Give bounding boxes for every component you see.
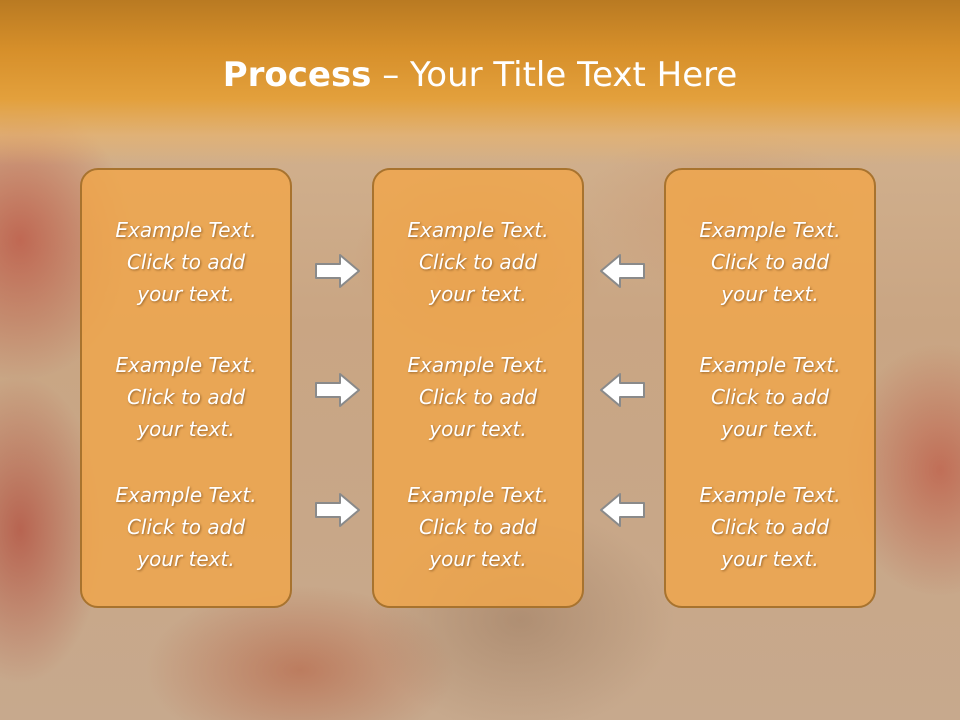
entry-line: Click to add xyxy=(418,250,538,274)
entry-line: Click to add xyxy=(710,515,830,539)
entry-line: your text. xyxy=(721,547,819,571)
arrow-left-icon xyxy=(598,491,646,529)
arrow-left-icon xyxy=(598,371,646,409)
entry-line: Example Text. xyxy=(699,353,841,377)
entry-line: Click to add xyxy=(418,515,538,539)
text-entry[interactable]: Example Text. Click to add your text. xyxy=(374,349,582,445)
entry-line: Click to add xyxy=(126,385,246,409)
entry-line: your text. xyxy=(429,282,527,306)
entry-line: your text. xyxy=(137,282,235,306)
entry-line: your text. xyxy=(721,417,819,441)
entry-line: Example Text. xyxy=(115,353,257,377)
entry-line: your text. xyxy=(137,547,235,571)
entry-line: Example Text. xyxy=(699,483,841,507)
entry-line: Click to add xyxy=(710,385,830,409)
text-entry[interactable]: Example Text. Click to add your text. xyxy=(666,214,874,310)
text-entry[interactable]: Example Text. Click to add your text. xyxy=(82,479,290,575)
entry-line: Example Text. xyxy=(407,483,549,507)
entry-line: Example Text. xyxy=(699,218,841,242)
entry-line: your text. xyxy=(721,282,819,306)
slide-title[interactable]: Process – Your Title Text Here xyxy=(0,52,960,98)
arrow-right-icon xyxy=(314,491,362,529)
process-box-middle[interactable]: Example Text. Click to add your text. Ex… xyxy=(372,168,584,608)
entry-line: your text. xyxy=(429,417,527,441)
text-entry[interactable]: Example Text. Click to add your text. xyxy=(374,214,582,310)
process-box-left[interactable]: Example Text. Click to add your text. Ex… xyxy=(80,168,292,608)
title-bold: Process xyxy=(222,55,372,95)
text-entry[interactable]: Example Text. Click to add your text. xyxy=(666,349,874,445)
entry-line: Example Text. xyxy=(115,483,257,507)
entry-line: your text. xyxy=(429,547,527,571)
arrow-left-icon xyxy=(598,252,646,290)
entry-line: Click to add xyxy=(418,385,538,409)
text-entry[interactable]: Example Text. Click to add your text. xyxy=(374,479,582,575)
entry-line: Click to add xyxy=(126,515,246,539)
title-band xyxy=(0,0,960,165)
entry-line: your text. xyxy=(137,417,235,441)
entry-line: Example Text. xyxy=(407,353,549,377)
text-entry[interactable]: Example Text. Click to add your text. xyxy=(82,214,290,310)
entry-line: Click to add xyxy=(126,250,246,274)
process-box-right[interactable]: Example Text. Click to add your text. Ex… xyxy=(664,168,876,608)
entry-line: Click to add xyxy=(710,250,830,274)
text-entry[interactable]: Example Text. Click to add your text. xyxy=(666,479,874,575)
text-entry[interactable]: Example Text. Click to add your text. xyxy=(82,349,290,445)
title-rest: – Your Title Text Here xyxy=(371,55,738,95)
entry-line: Example Text. xyxy=(115,218,257,242)
arrow-right-icon xyxy=(314,252,362,290)
arrow-right-icon xyxy=(314,371,362,409)
entry-line: Example Text. xyxy=(407,218,549,242)
